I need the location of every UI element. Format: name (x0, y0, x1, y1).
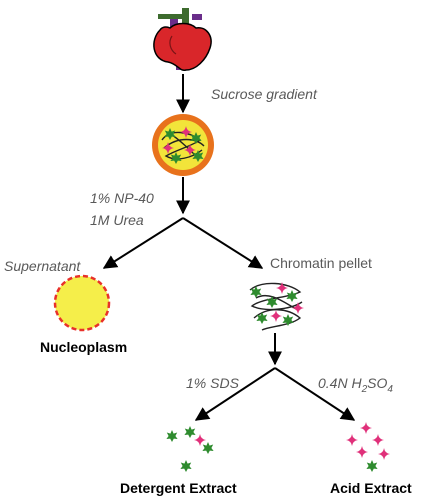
arrow-to-chromatin (182, 217, 264, 269)
urea-label: 1M Urea (90, 212, 144, 228)
pink-sparkle-icons (346, 422, 390, 472)
nucleus-icon (152, 114, 214, 176)
green-starburst-icons (166, 426, 214, 472)
acid-label: 0.4N H2SO4 (318, 375, 393, 395)
acid-extract-label: Acid Extract (330, 480, 412, 496)
heart-icon (153, 8, 212, 72)
detergent-extract-label: Detergent Extract (120, 480, 237, 496)
chromatin-pellet-label: Chromatin pellet (270, 255, 372, 271)
arrow-to-nucleoplasm (102, 217, 184, 269)
sds-label: 1% SDS (186, 375, 240, 391)
nucleoplasm-circle-icon (53, 274, 111, 332)
arrow-to-acid (274, 367, 356, 421)
sucrose-gradient-label: Sucrose gradient (211, 86, 318, 102)
nucleoplasm-label: Nucleoplasm (40, 339, 127, 355)
chromatin-pellet-icon (249, 282, 304, 331)
arrow-to-detergent (194, 367, 276, 421)
np40-label: 1% NP-40 (90, 190, 154, 206)
supernatant-label: Supernatant (4, 258, 81, 274)
